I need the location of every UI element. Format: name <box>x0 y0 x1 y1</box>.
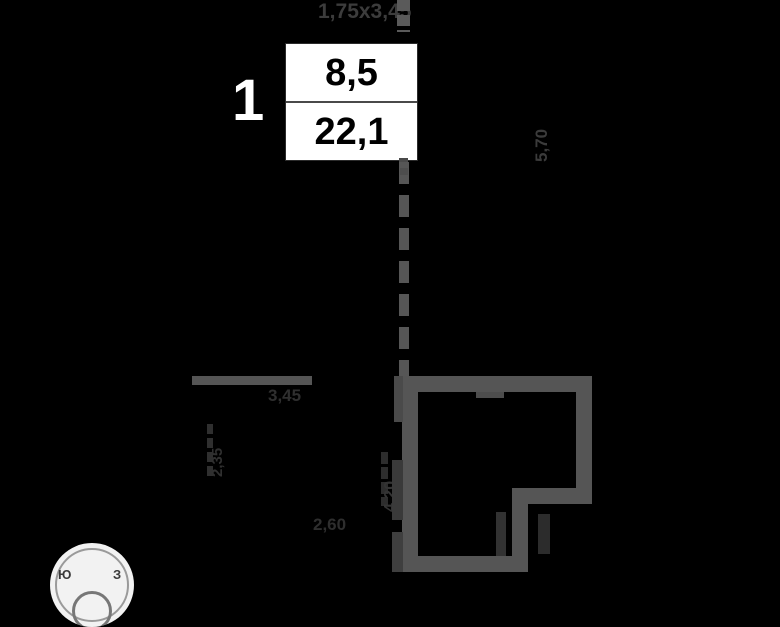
wall-left <box>402 376 418 572</box>
dimension-bottom-note: 2,60 <box>313 515 347 534</box>
wall-segment-d <box>496 512 506 556</box>
axis-tick-top <box>397 0 410 32</box>
room-outline <box>392 372 592 572</box>
wall-segment-a <box>394 376 403 422</box>
dimension-bar-left-note: 3,45 <box>268 386 302 405</box>
tick-marks-mid <box>381 452 388 506</box>
dimension-top-note: 1,75х3,45 <box>318 0 412 23</box>
wall-step-vertical <box>512 488 528 572</box>
axis-tick-mid <box>400 168 408 175</box>
compass-rose-icon: Ю З <box>50 543 134 627</box>
wall-bottom <box>402 556 528 572</box>
dimension-bar-left <box>192 376 312 385</box>
wall-segment-e <box>538 514 550 554</box>
compass-label-west: Ю <box>58 567 72 582</box>
wall-top <box>402 376 592 392</box>
apartment-number: 1 <box>232 68 264 133</box>
wall-step-horizontal <box>512 488 592 504</box>
dimension-right-vertical: 5,70 <box>532 128 551 162</box>
center-axis-dashed-line <box>399 162 409 387</box>
compass-label-south: З <box>113 567 122 582</box>
compass-needle <box>72 591 112 627</box>
wall-segment-c <box>392 532 403 572</box>
wall-segment-b <box>392 460 403 520</box>
total-area-value: 22,1 <box>286 101 417 160</box>
floor-plan-canvas: 1,75х3,45 1 8,5 22,1 5,70 3,45 2,35 4,20… <box>50 0 592 627</box>
tick-marks-left <box>207 424 213 480</box>
door-opening-top <box>476 392 504 398</box>
wall-right <box>576 376 592 502</box>
living-area-value: 8,5 <box>325 51 378 94</box>
dimension-left-vertical: 2,35 <box>209 447 226 477</box>
area-label-box: 8,5 22,1 <box>285 43 418 161</box>
